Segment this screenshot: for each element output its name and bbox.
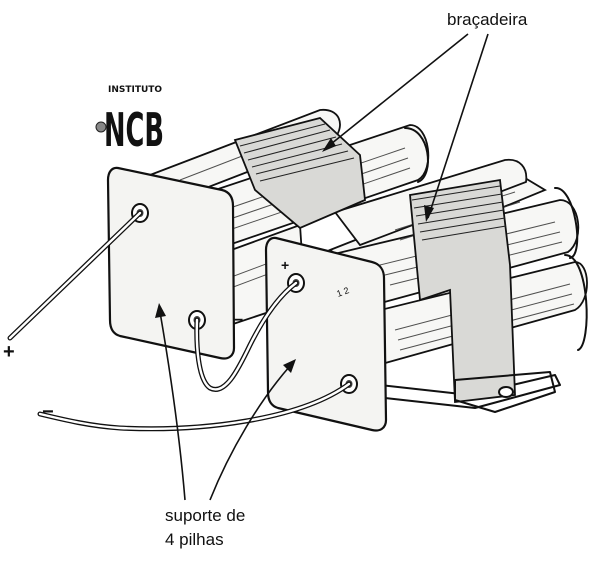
holder-label-line2: 4 pilhas — [165, 530, 224, 549]
positive-lead-sign: + — [3, 341, 15, 363]
front-cell-cap — [404, 127, 429, 183]
holder-label-line1: suporte de — [165, 506, 245, 525]
holder-arrow-front — [159, 311, 186, 501]
cell-cap-1 — [554, 186, 579, 259]
holder-callout: suporte de 4 pilhas — [155, 303, 296, 549]
logo-dot — [95, 121, 107, 133]
logo-line1: INSTITUTO — [108, 85, 162, 95]
wiring — [7, 210, 352, 432]
front-clamp-texture — [239, 123, 355, 182]
clamp-arrow-front — [325, 33, 469, 149]
clamp-label: braçadeira — [447, 10, 528, 29]
logo-line2: NCB — [104, 103, 164, 157]
negative-lead-sign: − — [42, 401, 54, 423]
plate-minus-sign: − — [234, 312, 243, 329]
holder-arrow-rear — [209, 365, 291, 501]
clamp-callout: braçadeira — [322, 10, 528, 222]
cell-position-marks: 1 2 — [335, 285, 350, 299]
rear-clamp-foot — [454, 371, 556, 413]
clamp-mount-hole — [498, 386, 514, 398]
rear-clamp-texture — [411, 185, 507, 241]
clamp-arrow-rear — [427, 33, 489, 219]
ncb-logo: INSTITUTO NCB — [95, 85, 164, 157]
rear-battery-holder — [328, 158, 588, 413]
cell-cap-2 — [564, 254, 588, 351]
plate-plus-sign: + — [281, 257, 289, 273]
front-end-plate — [106, 166, 236, 360]
